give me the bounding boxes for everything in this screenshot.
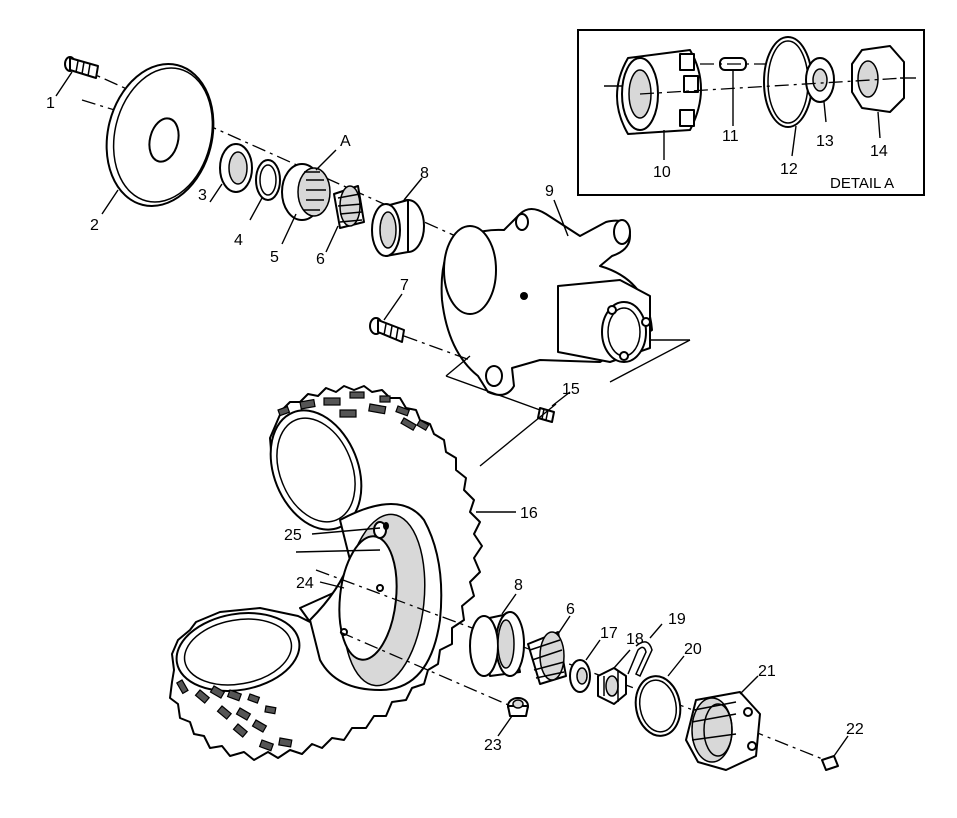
- part-4-snap-ring: [255, 159, 281, 201]
- part-14-nut: [851, 45, 916, 113]
- part-15-set-screw: [537, 407, 555, 423]
- callout-12: 12: [780, 161, 798, 178]
- part-12-ring: [763, 36, 813, 128]
- callout-6-lower: 6: [566, 601, 575, 618]
- callout-8-lower: 8: [514, 577, 523, 594]
- part-19-cotter-pin: [627, 641, 653, 678]
- part-18-castle-nut: [597, 667, 627, 705]
- callout-19: 19: [668, 611, 686, 628]
- part-1-bolt: [64, 56, 99, 79]
- callout-22: 22: [846, 721, 864, 738]
- callout-18: 18: [626, 631, 644, 648]
- callout-4: 4: [234, 232, 243, 249]
- callout-16: 16: [520, 505, 538, 522]
- part-21-hub-cap: [685, 691, 761, 771]
- callout-15: 15: [562, 381, 580, 398]
- callout-10: 10: [653, 164, 671, 181]
- part-13-washer: [805, 57, 835, 103]
- part-23-valve-stem: [507, 697, 529, 717]
- part-2-brake-disc: [105, 63, 215, 207]
- part-7-bolt: [369, 317, 405, 343]
- callout-6-upper: 6: [316, 251, 325, 268]
- callout-2: 2: [90, 217, 99, 234]
- part-6-bearing-cone-upper: [333, 185, 365, 229]
- part-17-washer: [569, 659, 591, 693]
- callout-5: 5: [270, 249, 279, 266]
- callout-20: 20: [684, 641, 702, 658]
- detail-a-title: DETAIL A: [830, 175, 894, 192]
- callout-23: 23: [484, 737, 502, 754]
- callout-3: 3: [198, 187, 207, 204]
- callout-17: 17: [600, 625, 618, 642]
- part-9-hub-knuckle: [440, 208, 653, 396]
- callout-1: 1: [46, 95, 55, 112]
- part-6-bearing-cone-lower: [527, 631, 567, 685]
- part-8-race-upper: [371, 199, 425, 257]
- callout-21: 21: [758, 663, 776, 680]
- part-11-pin: [700, 57, 770, 71]
- part-3-seal: [219, 143, 253, 193]
- callout-9: 9: [545, 183, 554, 200]
- part-22-screw: [821, 755, 839, 771]
- callout-A: A: [340, 133, 351, 150]
- callout-24: 24: [296, 575, 314, 592]
- part-5-clutch: [281, 163, 331, 221]
- callout-25: 25: [284, 527, 302, 544]
- callout-7: 7: [400, 277, 409, 294]
- callout-14: 14: [870, 143, 888, 160]
- detail-a-panel: DETAIL A: [577, 29, 925, 196]
- part-8-race-lower: [469, 611, 525, 677]
- part-24-wheel: [309, 503, 443, 691]
- callout-11: 11: [722, 128, 739, 145]
- callout-8-upper: 8: [420, 165, 429, 182]
- part-20-o-ring: [634, 675, 682, 737]
- callout-13: 13: [816, 133, 834, 150]
